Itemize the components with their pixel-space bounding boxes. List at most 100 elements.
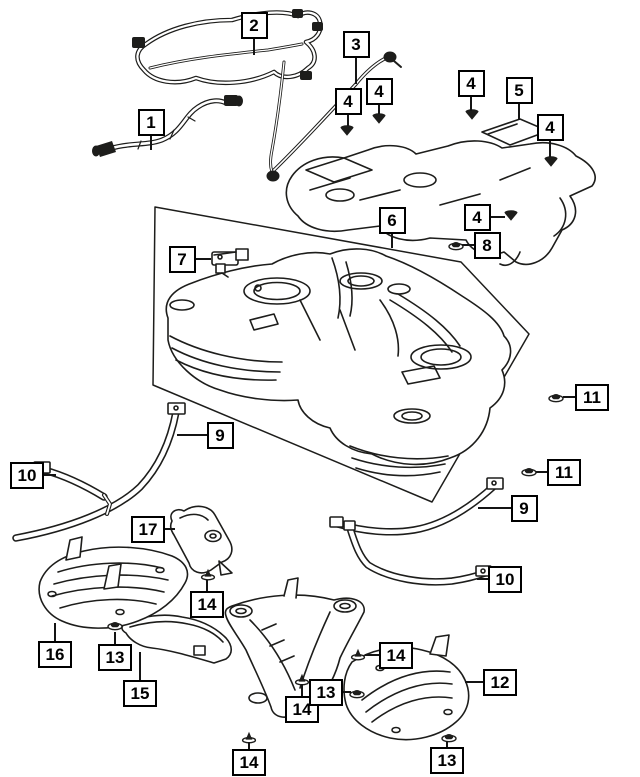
- callout-box-4[interactable]: 4: [457, 69, 485, 97]
- callout-box-16[interactable]: 16: [38, 640, 72, 668]
- callout-leader-13: [446, 740, 448, 748]
- callout-leader-4: [378, 103, 380, 114]
- callout-label: 4: [466, 73, 476, 93]
- callout-label: 5: [514, 80, 524, 100]
- callout-box-8[interactable]: 8: [473, 231, 501, 259]
- callout-box-14[interactable]: 14: [379, 641, 413, 669]
- callout-leader-2: [253, 37, 255, 55]
- callout-box-13[interactable]: 13: [430, 746, 464, 774]
- callout-label: 13: [437, 750, 457, 770]
- callout-label: 10: [17, 465, 37, 485]
- callout-box-9[interactable]: 9: [510, 494, 538, 522]
- callout-box-12[interactable]: 12: [483, 668, 517, 696]
- callout-box-4[interactable]: 4: [365, 77, 393, 105]
- callout-leader-12: [465, 681, 484, 683]
- callout-label: 14: [197, 594, 217, 614]
- callout-leader-11: [563, 396, 576, 398]
- callout-label: 11: [555, 462, 573, 482]
- callout-box-4[interactable]: 4: [463, 203, 491, 231]
- callout-box-13[interactable]: 13: [98, 643, 132, 671]
- callout-label: 12: [490, 672, 510, 692]
- callout-leader-17: [164, 528, 175, 530]
- callout-box-5[interactable]: 5: [505, 76, 533, 104]
- callout-leader-14: [206, 579, 208, 592]
- callout-label: 8: [482, 235, 492, 255]
- callout-box-3[interactable]: 3: [342, 30, 370, 58]
- callout-leader-8: [461, 244, 475, 246]
- callout-label: 13: [105, 647, 125, 667]
- skid-plate-left-art: [38, 536, 189, 629]
- callout-box-13[interactable]: 13: [309, 678, 343, 706]
- callout-label: 13: [316, 682, 336, 702]
- callout-leader-14: [301, 683, 303, 697]
- callout-leader-10: [477, 578, 489, 580]
- callout-leader-14: [365, 654, 380, 656]
- callout-leader-4: [549, 139, 551, 157]
- callout-box-7[interactable]: 7: [168, 245, 196, 273]
- fuel-tank-art: [165, 248, 512, 477]
- callout-leader-9: [477, 507, 512, 509]
- crossmember-art: [224, 577, 365, 718]
- callout-box-9[interactable]: 9: [206, 421, 234, 449]
- callout-label: 11: [583, 387, 601, 407]
- mount-bracket-art: [169, 505, 233, 576]
- callout-box-17[interactable]: 17: [131, 515, 165, 543]
- fuel-filler-hose-art: [92, 95, 243, 157]
- wiring-harness-art: [132, 9, 323, 86]
- callout-box-4[interactable]: 4: [334, 87, 362, 115]
- callout-leader-5: [518, 102, 520, 120]
- callout-leader-14: [248, 741, 250, 750]
- callout-box-2[interactable]: 2: [240, 11, 268, 39]
- callout-label: 4: [343, 91, 353, 111]
- callout-leader-4: [470, 95, 472, 111]
- callout-leader-4: [347, 113, 349, 126]
- callout-box-14[interactable]: 14: [232, 748, 266, 776]
- callout-leader-9: [176, 434, 208, 436]
- callout-label: 2: [249, 15, 259, 35]
- callout-leader-6: [391, 232, 393, 248]
- callout-box-11[interactable]: 11: [547, 458, 581, 486]
- callout-label: 17: [138, 519, 158, 539]
- fuel-pump-sensor-art: [211, 248, 249, 278]
- nut-fastener-icon: [441, 733, 457, 743]
- callout-leader-4: [489, 216, 505, 218]
- callout-box-10[interactable]: 10: [488, 565, 522, 593]
- callout-label: 4: [472, 207, 482, 227]
- callout-box-10[interactable]: 10: [10, 461, 44, 489]
- callout-leader-16: [54, 622, 56, 642]
- callout-label: 15: [130, 683, 150, 703]
- callout-box-4[interactable]: 4: [536, 113, 564, 141]
- callout-label: 1: [146, 112, 156, 132]
- tank-strap-rear-right-art: [343, 520, 492, 586]
- callout-box-15[interactable]: 15: [123, 679, 157, 707]
- callout-leader-1: [150, 134, 152, 150]
- callout-label: 4: [545, 117, 555, 137]
- bolt-fastener-icon: [350, 647, 366, 661]
- callout-label: 6: [387, 210, 397, 230]
- callout-label: 9: [215, 425, 225, 445]
- clip-fastener-icon: [464, 108, 480, 121]
- callout-box-1[interactable]: 1: [137, 108, 165, 136]
- skid-plate-right-art: [343, 634, 470, 741]
- callout-label: 10: [495, 569, 515, 589]
- callout-leader-11: [536, 471, 548, 473]
- clip-fastener-icon: [339, 124, 355, 137]
- clip-fastener-icon: [371, 112, 387, 125]
- tank-strap-rear-left-art: [33, 461, 112, 516]
- callout-label: 4: [374, 81, 384, 101]
- callout-leader-15: [139, 651, 141, 681]
- callout-label: 14: [292, 699, 312, 719]
- upper-heat-shield-art: [285, 118, 596, 267]
- callout-leader-7: [194, 258, 211, 260]
- callout-label: 7: [177, 249, 187, 269]
- callout-leader-10: [43, 474, 56, 476]
- callout-label: 14: [239, 752, 259, 772]
- callout-leader-13: [114, 631, 116, 645]
- callout-box-14[interactable]: 14: [190, 590, 224, 618]
- callout-label: 16: [45, 644, 65, 664]
- callout-box-11[interactable]: 11: [575, 383, 609, 411]
- callout-label: 9: [519, 498, 529, 518]
- tank-strap-front-right-art: [329, 477, 504, 536]
- callout-box-6[interactable]: 6: [378, 206, 406, 234]
